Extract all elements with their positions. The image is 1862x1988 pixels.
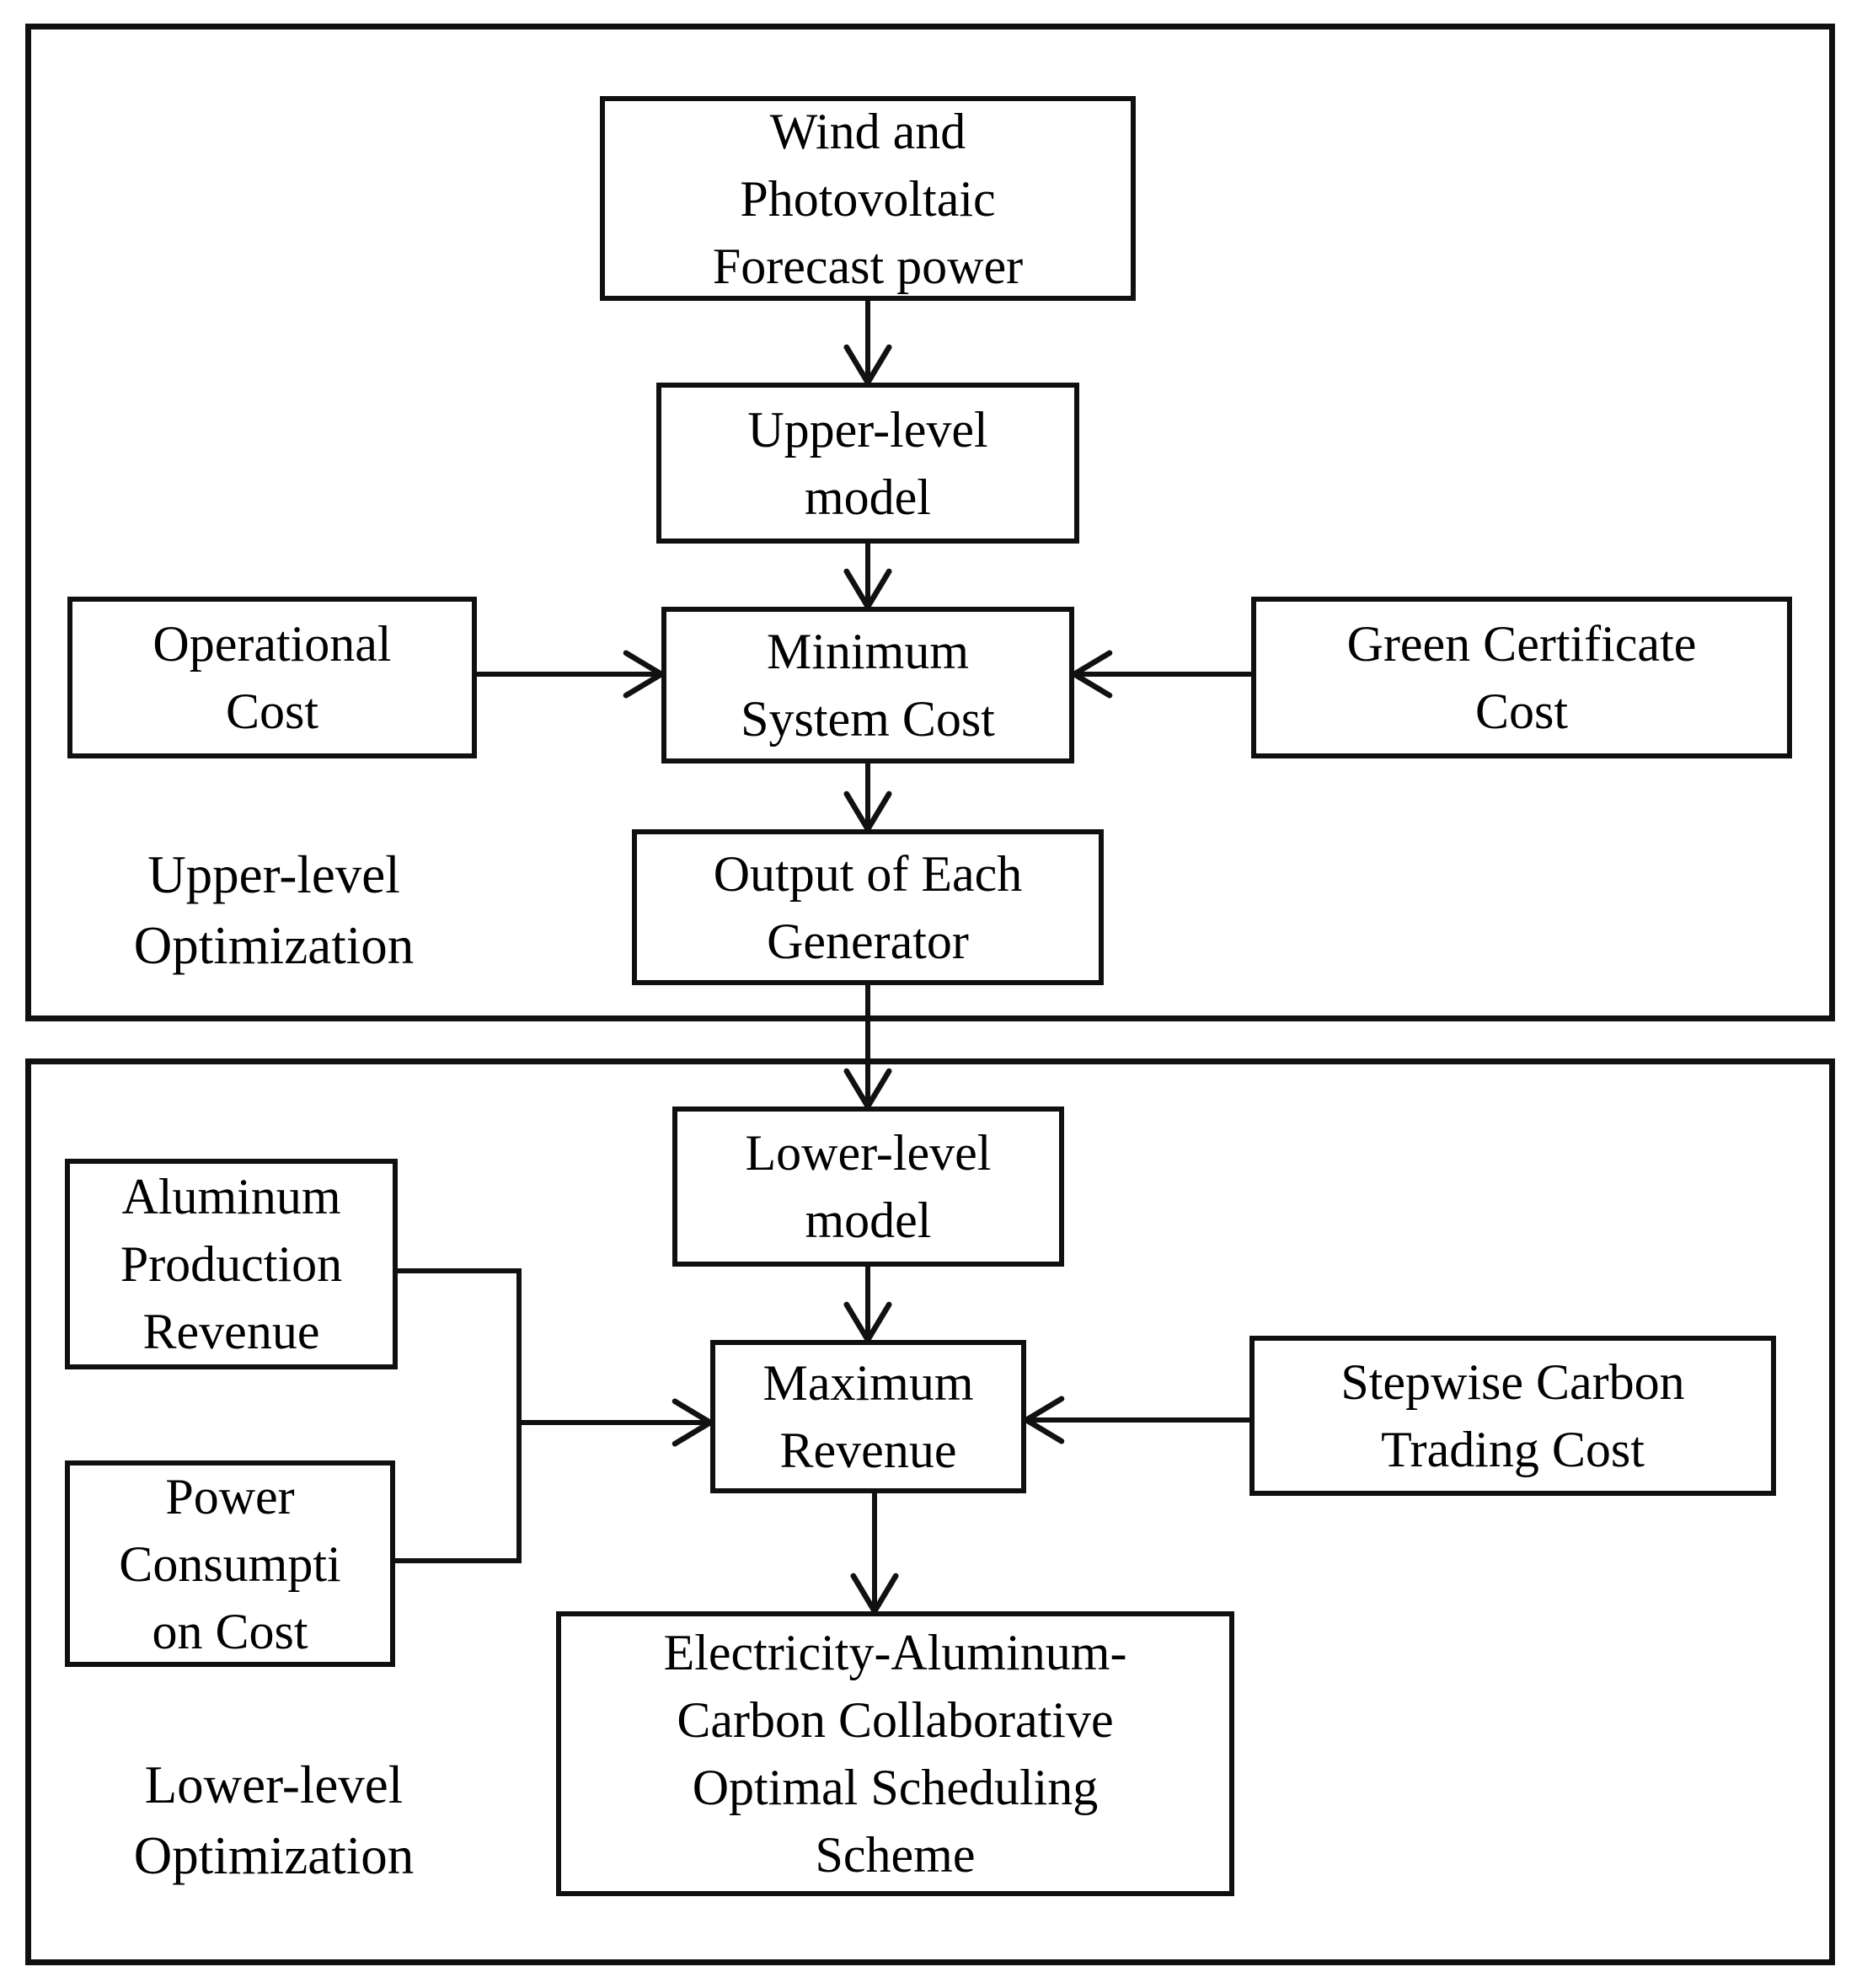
node-power-consumption-cost: Power Consumpti on Cost: [65, 1460, 395, 1667]
upper-section-label: Upper-level Optimization: [133, 845, 415, 975]
node-stepwise-carbon-trading-cost: Stepwise Carbon Trading Cost: [1249, 1336, 1776, 1496]
lower-section-label: Lower-level Optimization: [133, 1755, 415, 1885]
node-aluminum-production-revenue: Aluminum Production Revenue: [65, 1159, 398, 1369]
node-upper-level-model: Upper-level model: [656, 383, 1079, 544]
node-scheduling-scheme: Electricity-Aluminum- Carbon Collaborati…: [556, 1611, 1234, 1896]
node-output-of-each-generator: Output of Each Generator: [632, 829, 1104, 985]
node-minimum-system-cost: Minimum System Cost: [661, 607, 1074, 764]
node-wind-pv-forecast: Wind and Photovoltaic Forecast power: [600, 96, 1136, 301]
node-lower-level-model: Lower-level model: [672, 1107, 1064, 1267]
node-maximum-revenue: Maximum Revenue: [710, 1340, 1026, 1493]
node-operational-cost: Operational Cost: [67, 597, 477, 758]
node-green-certificate-cost: Green Certificate Cost: [1251, 597, 1792, 758]
